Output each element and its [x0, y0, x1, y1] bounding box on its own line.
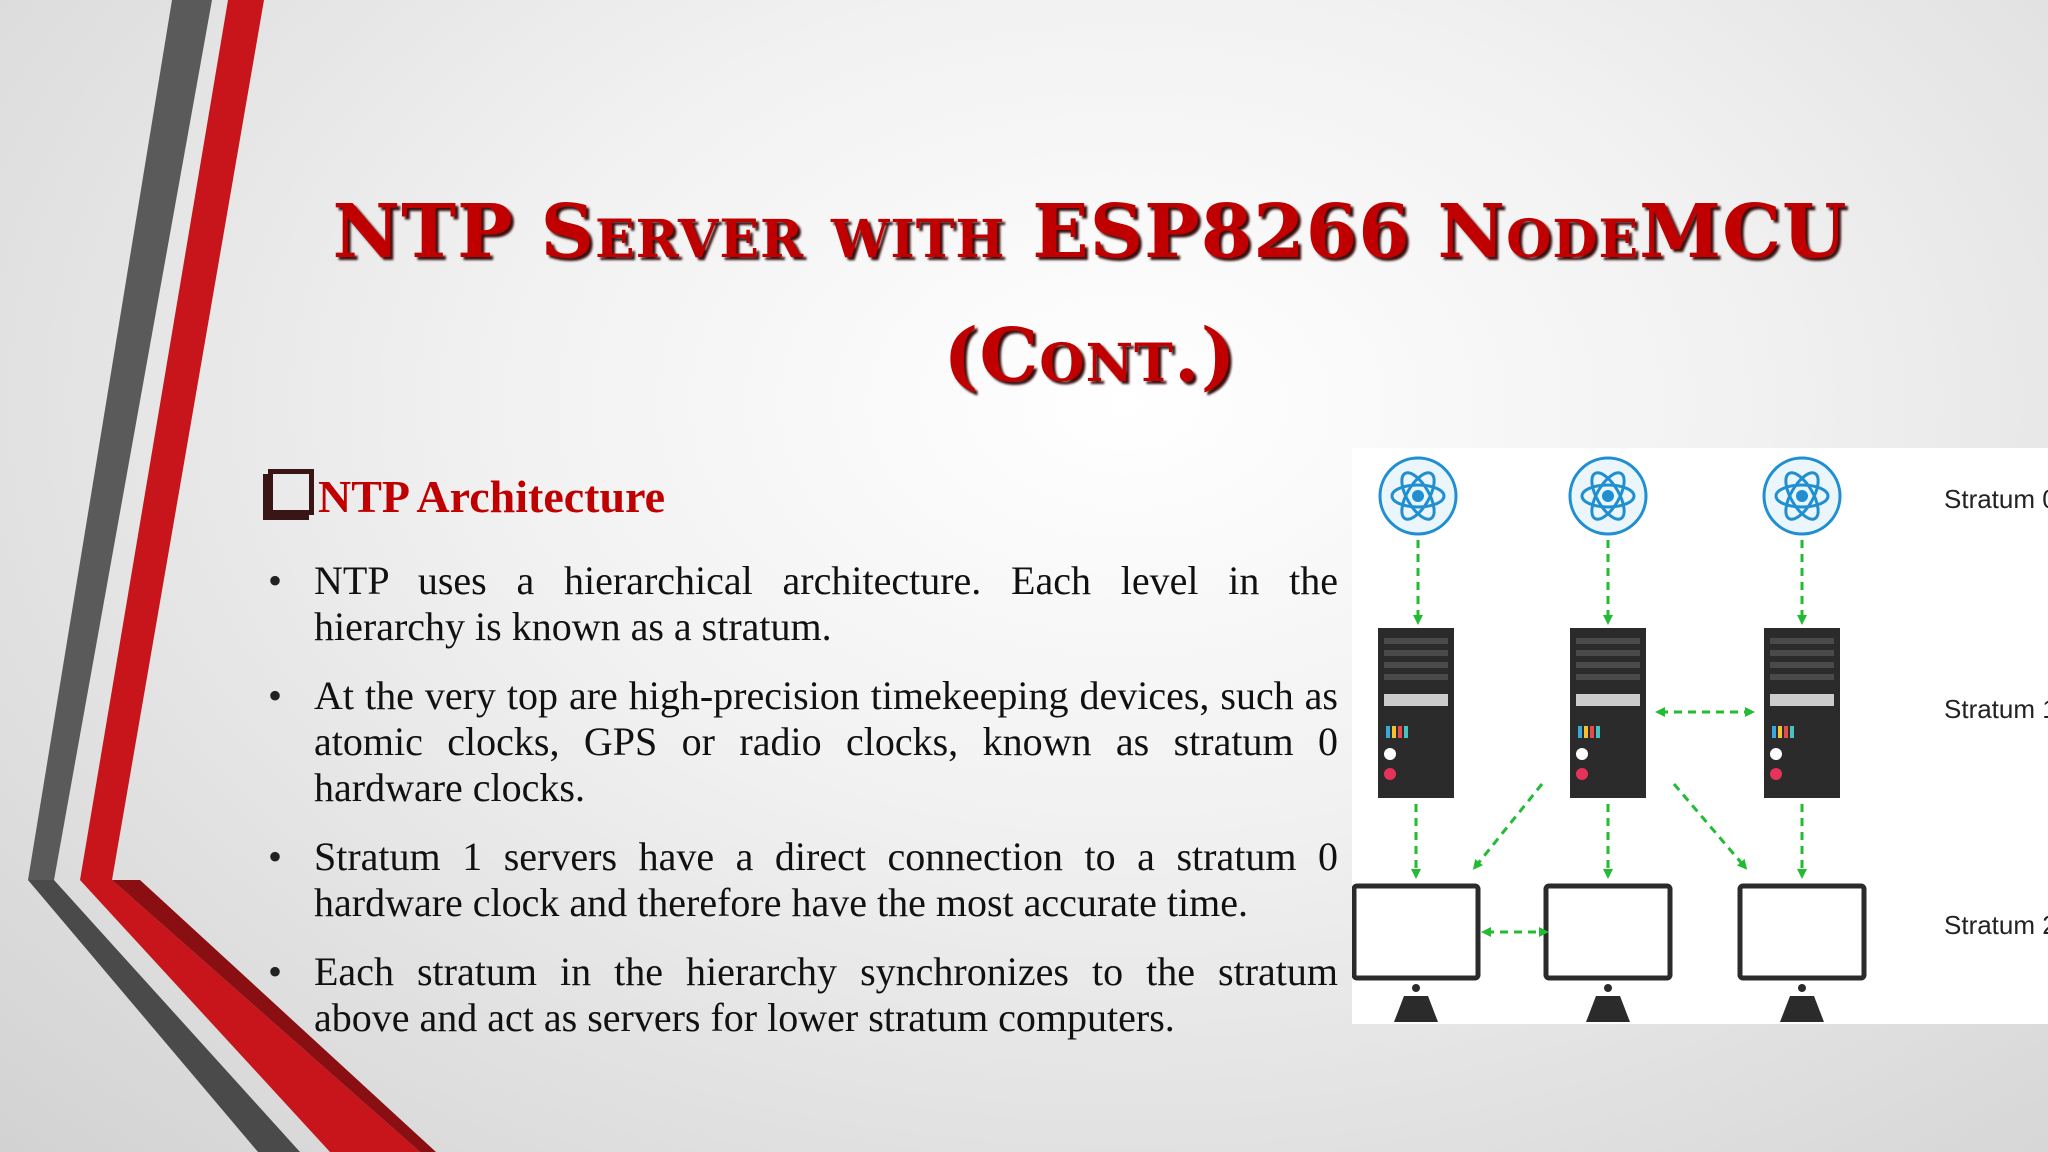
bullet-text: NTP uses a hierarchical architecture. Ea…	[314, 558, 1338, 649]
stratum-0-label: Stratum 0	[1944, 484, 2048, 514]
checkbox-icon	[268, 468, 314, 515]
monitor-icon	[1546, 886, 1670, 1022]
server-icon	[1570, 628, 1646, 798]
stratum-2-label: Stratum 2	[1944, 910, 2048, 940]
atom-icon	[1568, 456, 1648, 536]
bullet-text: At the very top are high-precision timek…	[314, 673, 1338, 810]
stratum-1-label: Stratum 1	[1944, 694, 2048, 724]
decorative-stripes	[28, 0, 436, 1152]
bullet-list: • NTP uses a hierarchical architecture. E…	[264, 558, 1338, 1064]
stratum-2-computers	[1354, 886, 1864, 1022]
bullet-item: • NTP uses a hierarchical architecture. E…	[264, 558, 1338, 650]
monitor-icon	[1354, 886, 1478, 1022]
bullet-dot-icon: •	[268, 949, 283, 994]
server-icon	[1378, 628, 1454, 798]
bullet-dot-icon: •	[268, 834, 283, 879]
atom-icon	[1378, 456, 1458, 536]
slide-title: NTP Server with ESP8266 NodeMCU (Cont.)	[300, 170, 1880, 418]
bullet-text: Each stratum in the hierarchy synchroniz…	[314, 949, 1338, 1040]
diagram-svg: Stratum 0 Stratum 1 Stratum 2	[1352, 456, 2048, 1024]
title-line-1: NTP Server with ESP8266 NodeMCU	[332, 189, 1848, 275]
ntp-hierarchy-diagram: Stratum 0 Stratum 1 Stratum 2	[1352, 448, 2048, 1024]
monitor-icon	[1740, 886, 1864, 1022]
bullet-item: • At the very top are high-precision time…	[264, 673, 1338, 811]
bullet-item: • Each stratum in the hierarchy synchroni…	[264, 949, 1338, 1041]
sync-arrows	[1411, 540, 1807, 937]
atom-icon	[1762, 456, 1842, 536]
stratum-1-servers	[1378, 628, 1840, 798]
stratum-0-devices	[1378, 456, 1842, 536]
section-heading-text: NTP Architecture	[318, 471, 666, 522]
bullet-dot-icon: •	[268, 558, 283, 603]
bullet-item: • Stratum 1 servers have a direct connect…	[264, 834, 1338, 926]
bullet-text: Stratum 1 servers have a direct connecti…	[314, 834, 1338, 925]
title-line-2: (Cont.)	[943, 313, 1237, 399]
section-heading: NTP Architecture	[268, 468, 666, 523]
bullet-dot-icon: •	[268, 673, 283, 718]
server-icon	[1764, 628, 1840, 798]
